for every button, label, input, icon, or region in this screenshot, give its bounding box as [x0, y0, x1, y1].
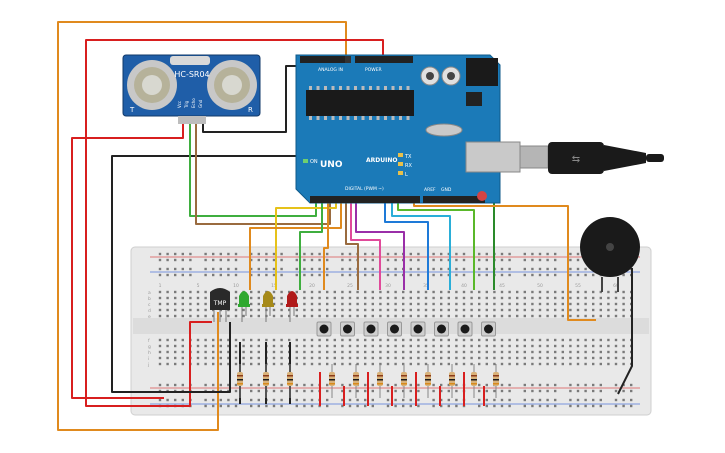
wire-purple-button[interactable]	[355, 203, 405, 290]
wire-pink-button[interactable]	[350, 203, 381, 290]
push-button[interactable]	[481, 321, 496, 337]
digital-label: DIGITAL (PWM ~)	[345, 186, 384, 192]
column-number: 40	[461, 283, 467, 289]
wires	[57, 21, 633, 431]
wire-cyan-button[interactable]	[391, 203, 451, 290]
led-green[interactable]	[238, 291, 250, 322]
column-number: 30	[385, 283, 391, 289]
arduino-brand: ARDUINO	[366, 157, 397, 164]
wire-brown-echo[interactable]	[195, 124, 331, 225]
led-yellow[interactable]	[262, 291, 274, 322]
row-letter: h	[148, 350, 151, 356]
arduino-logo: UNO	[320, 160, 343, 170]
sensor-label: HC-SR04	[174, 70, 209, 79]
temperature-sensor[interactable]: TMP	[210, 288, 230, 322]
push-button[interactable]	[316, 321, 332, 337]
resistor-rail-jumpers	[319, 372, 485, 406]
wire-orange-led[interactable]	[249, 203, 342, 290]
resistor[interactable]	[471, 364, 477, 398]
gnd-label: GND	[441, 187, 452, 193]
led-red[interactable]	[286, 291, 298, 322]
column-number: 60	[613, 283, 619, 289]
on-led-label: ON	[310, 159, 318, 165]
resistor[interactable]	[425, 364, 431, 398]
wire-orange-buzzer[interactable]	[413, 203, 596, 321]
tx-label: TX	[404, 154, 412, 160]
row-letter: e	[148, 315, 151, 320]
push-button[interactable]	[434, 321, 449, 337]
column-number: 45	[499, 283, 505, 289]
row-letter: g	[148, 345, 151, 350]
row-letter: b	[148, 296, 151, 302]
sensor-pin-label: Gnd	[198, 99, 203, 108]
row-letter: d	[148, 308, 151, 314]
resistor[interactable]	[329, 364, 335, 398]
wire-green-led[interactable]	[299, 203, 323, 290]
resistor[interactable]	[401, 364, 407, 398]
wire-green-trig[interactable]	[189, 124, 317, 217]
wire-red-sensor-vcc[interactable]	[71, 124, 184, 399]
push-buttons[interactable]	[316, 321, 496, 337]
usb-cable[interactable]: ⇆	[519, 142, 664, 174]
analog-in-label: ANALOG IN	[318, 67, 343, 73]
row-letter: c	[148, 303, 151, 308]
resistor[interactable]	[287, 364, 293, 398]
wire-blue-button[interactable]	[384, 203, 429, 290]
resistor[interactable]	[237, 364, 243, 398]
column-number: 55	[575, 283, 581, 289]
sensor-pin-label: Echo	[191, 98, 196, 108]
resistor[interactable]	[263, 364, 269, 398]
microcontroller-pins	[309, 86, 410, 120]
resistor[interactable]	[493, 364, 499, 398]
sensor-r-mark: R	[248, 106, 253, 114]
resistor[interactable]	[449, 364, 455, 398]
column-number: 15	[271, 283, 277, 289]
wire-black-buzzer[interactable]	[617, 268, 633, 395]
wire-orange-tmp-a0[interactable]	[57, 21, 347, 431]
l-led-label: L	[405, 172, 408, 178]
piezo-buzzer[interactable]	[580, 217, 640, 292]
leds[interactable]	[238, 291, 298, 322]
resistor[interactable]	[353, 364, 359, 398]
push-button[interactable]	[387, 321, 402, 337]
sensor-t-mark: T	[129, 106, 135, 114]
push-button[interactable]	[410, 321, 426, 337]
resistors[interactable]	[237, 364, 499, 398]
sensor-pin-label: Vcc	[177, 101, 182, 108]
push-button[interactable]	[363, 321, 379, 337]
row-letter: i	[148, 356, 149, 362]
wire-red-5v[interactable]	[85, 39, 384, 407]
wire-brown-button[interactable]	[345, 203, 359, 290]
wire-lime-button[interactable]	[397, 203, 475, 290]
push-button[interactable]	[457, 321, 473, 337]
wire-orange-button[interactable]	[323, 203, 329, 290]
rx-label: RX	[405, 163, 412, 169]
wire-black-sensor-gnd[interactable]	[202, 65, 300, 133]
column-number: 10	[233, 283, 239, 289]
row-letter: f	[148, 338, 150, 344]
wire-yellow-led[interactable]	[275, 203, 337, 290]
column-number: 50	[537, 283, 543, 289]
arduino-uno[interactable]: UNO ARDUINO ANALOG IN POWER DIGITAL (PWM…	[295, 54, 521, 204]
row-letter: j	[147, 362, 149, 368]
sensor-pin-label: Trig	[184, 100, 189, 109]
resistor[interactable]	[377, 364, 383, 398]
column-number: 35	[423, 283, 429, 289]
column-number: 25	[347, 283, 353, 289]
power-label: POWER	[365, 67, 382, 73]
usb-icon: ⇆	[572, 154, 580, 165]
tmp-label: TMP	[213, 300, 227, 307]
column-number: 20	[309, 283, 315, 289]
column-number: 5	[197, 283, 200, 289]
column-number: 1	[159, 283, 162, 289]
aref-label: AREF	[424, 187, 436, 193]
push-button[interactable]	[340, 321, 355, 337]
row-letter: a	[148, 291, 151, 296]
